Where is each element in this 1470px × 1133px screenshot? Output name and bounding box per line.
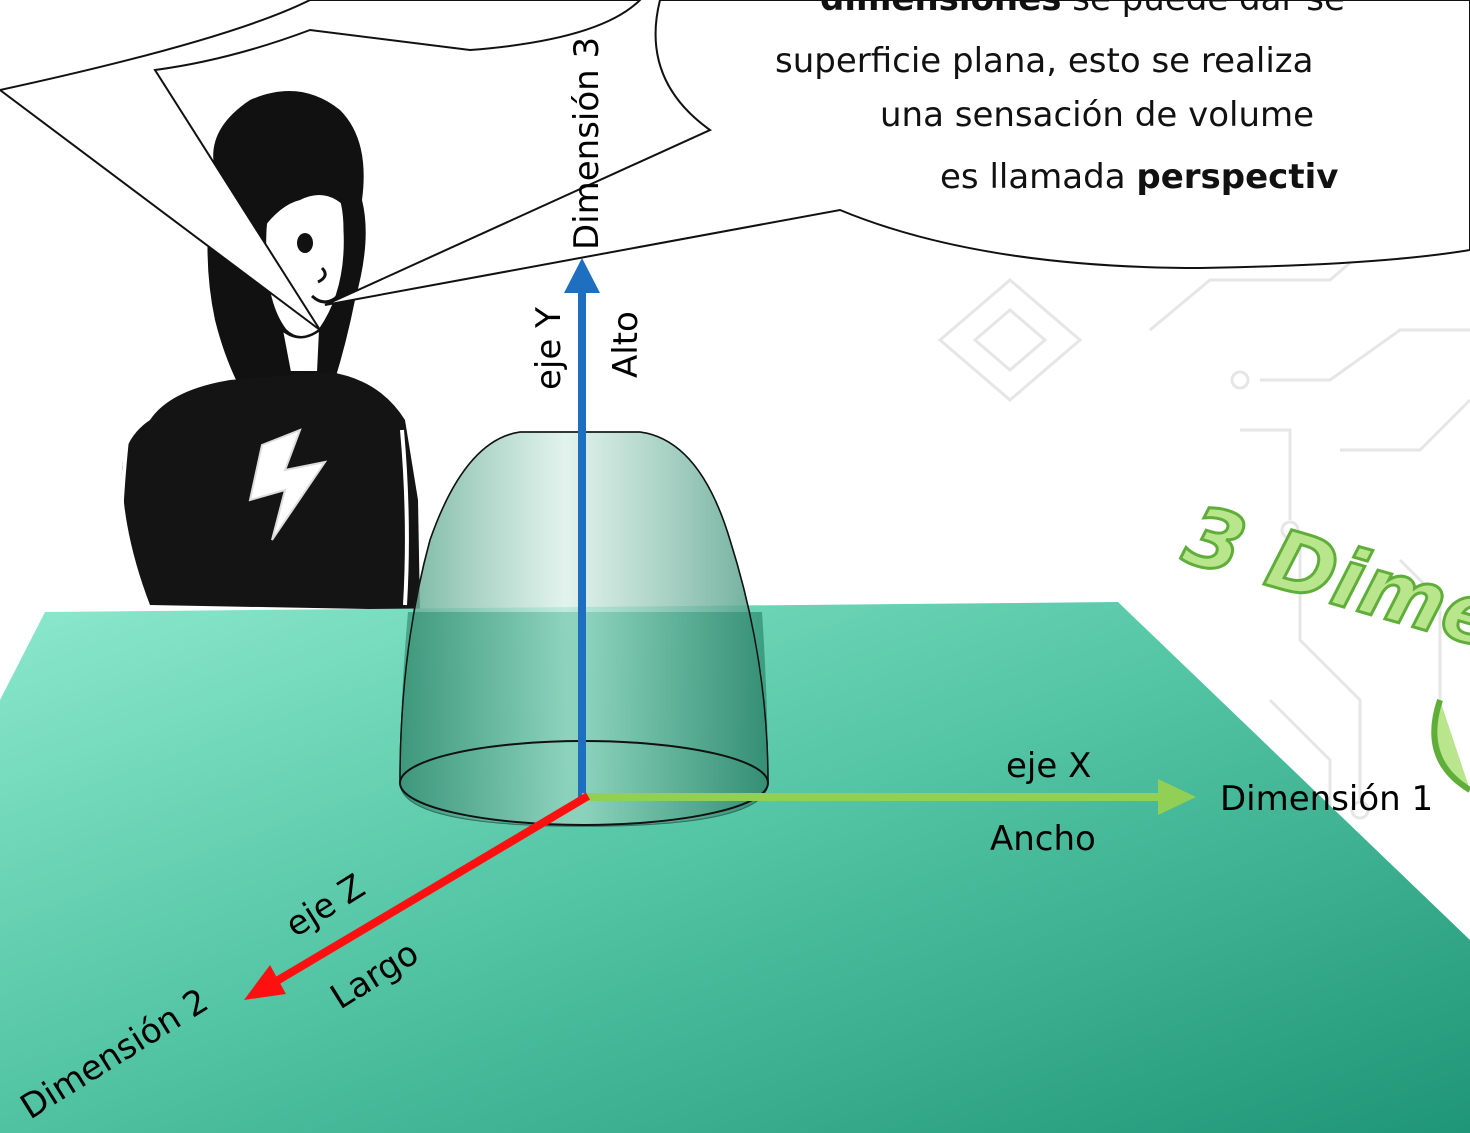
speech-line4-pre: es llamada	[940, 157, 1136, 197]
speech-line3: una sensación de volume	[880, 95, 1314, 135]
left-speech-bubble	[0, 0, 642, 331]
axis-x-measure: Ancho	[990, 819, 1096, 859]
title-3-dimensiones: 3 Dime	[1174, 488, 1470, 668]
speech-line2: superficie plana, esto se realiza	[775, 41, 1313, 81]
right-speech-bubble	[324, 0, 1470, 306]
speech-word-dimensiones: dimensiones	[820, 0, 1061, 19]
ground-plane	[0, 602, 1470, 1133]
axis-x-dimension: Dimensión 1	[1220, 779, 1433, 819]
axis-y	[564, 258, 600, 800]
speech-word-perspectiva: perspectiv	[1136, 157, 1338, 197]
axis-x-label: eje X	[1006, 746, 1091, 786]
speech-line1-rest: se puede dar se	[1061, 0, 1344, 19]
speech-text: dimensiones se puede dar se superficie p…	[775, 0, 1345, 197]
axis-y-measure: Alto	[606, 311, 646, 378]
axis-y-label: eje Y	[529, 307, 569, 390]
axis-y-dimension: Dimensión 3	[567, 37, 607, 250]
axis-x	[582, 779, 1196, 815]
svg-text:dimensiones se puede dar se: dimensiones se puede dar se	[820, 0, 1345, 19]
svg-text:es llamada perspectiv: es llamada perspectiv	[940, 157, 1338, 197]
axis-z	[244, 792, 591, 1000]
title-swirl-decoration	[1431, 699, 1470, 793]
